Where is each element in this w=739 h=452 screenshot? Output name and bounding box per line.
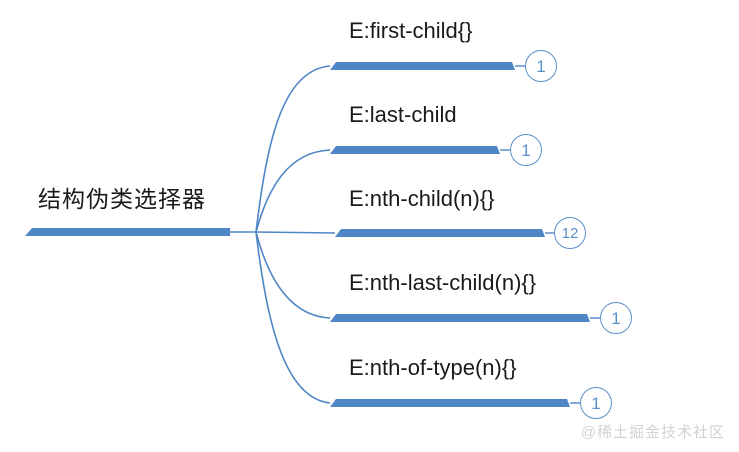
branch-bar-4 bbox=[330, 314, 590, 322]
branch-bar-3 bbox=[335, 229, 545, 237]
branch-label-3: E:nth-child(n){} bbox=[349, 186, 495, 211]
root-node-label: 结构伪类选择器 bbox=[38, 186, 206, 212]
branch-curve-3 bbox=[255, 231, 336, 234]
branch-badge-2[interactable]: 1 bbox=[510, 134, 542, 166]
branch-badge-1[interactable]: 1 bbox=[525, 50, 557, 82]
branch-bar-1 bbox=[330, 62, 515, 70]
branch-curve-1 bbox=[255, 65, 331, 233]
branch-label-1: E:first-child{} bbox=[349, 18, 473, 43]
branch-bar-5 bbox=[330, 399, 570, 407]
branch-curve-5 bbox=[255, 231, 331, 404]
root-bar bbox=[25, 228, 230, 236]
branch-badge-4[interactable]: 1 bbox=[600, 302, 632, 334]
branch-badge-5[interactable]: 1 bbox=[580, 387, 612, 419]
branch-label-4: E:nth-last-child(n){} bbox=[349, 270, 537, 295]
branch-curve-4 bbox=[255, 231, 331, 319]
branch-bar-2 bbox=[330, 146, 500, 154]
watermark: @稀土掘金技术社区 bbox=[580, 424, 725, 441]
branch-curve-2 bbox=[255, 149, 331, 233]
branch-label-5: E:nth-of-type(n){} bbox=[349, 355, 517, 380]
branch-badge-3[interactable]: 12 bbox=[554, 217, 586, 249]
branch-label-2: E:last-child bbox=[349, 102, 457, 127]
